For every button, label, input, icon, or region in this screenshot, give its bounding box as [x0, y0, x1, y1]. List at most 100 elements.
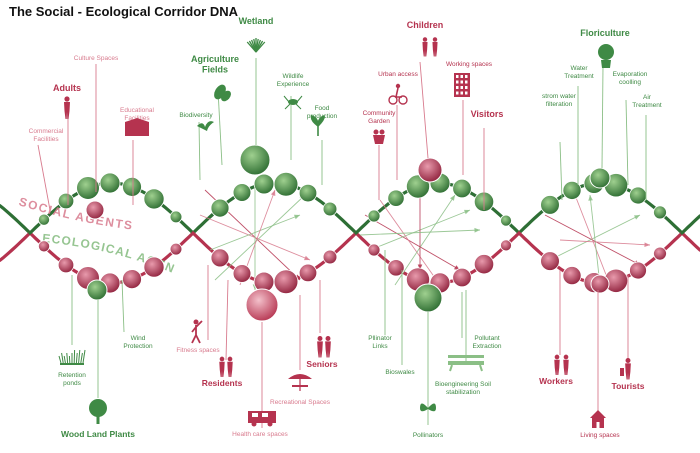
ambulance-wheel: [251, 421, 257, 427]
label-floriculture: Floriculture: [580, 28, 630, 38]
label-wood-land-plants: Wood Land Plants: [61, 429, 135, 439]
leader-line: [225, 279, 229, 361]
books-body: [125, 122, 149, 136]
building-window: [465, 86, 468, 89]
figure-head: [554, 354, 560, 360]
grass-blade: [80, 352, 83, 364]
ecological-node: [452, 178, 472, 199]
interaction-arrowhead: [474, 227, 480, 233]
leader-line: [198, 121, 201, 181]
label-line: Wildlife: [283, 73, 304, 80]
wheat-head-2: [221, 90, 231, 102]
cyclist-body: [395, 87, 402, 98]
building-window: [465, 91, 468, 95]
social-node: [169, 242, 183, 256]
figure-body: [64, 102, 70, 119]
featured-node: [86, 279, 108, 301]
label-line: Facilities: [33, 136, 59, 143]
label-line: Educational: [120, 107, 155, 114]
figure-head: [563, 354, 569, 360]
interaction-arrow: [574, 194, 611, 286]
label-line: Retention: [58, 372, 86, 379]
figure-body: [317, 341, 323, 358]
building-window: [460, 91, 463, 95]
grass-blade: [61, 352, 64, 364]
cyclist-icon: [388, 83, 408, 105]
ecological-node: [322, 201, 338, 217]
social-node: [298, 263, 318, 283]
plant-pot: [601, 60, 611, 68]
featured-node: [590, 274, 610, 294]
figure-body: [554, 359, 560, 375]
house-door: [596, 422, 600, 428]
suitcase: [620, 368, 624, 376]
label-living-spaces: Living spaces: [580, 432, 620, 439]
bird-shape: [197, 121, 214, 131]
label-wetland: Wetland: [239, 16, 274, 26]
ecological-node: [99, 172, 121, 194]
umbrella: [288, 374, 312, 379]
label-line: Protection: [123, 343, 153, 350]
interaction-arrowhead: [464, 209, 470, 215]
label-culture-spaces: Culture Spaces: [74, 55, 119, 62]
ecological-node: [253, 173, 275, 195]
featured-node: [589, 167, 611, 189]
helix-strand-a: [0, 204, 32, 235]
label-line: Evaporation: [613, 71, 648, 78]
building-window: [456, 75, 459, 78]
interaction-arrow: [589, 194, 601, 286]
social-node: [540, 251, 560, 271]
interaction-arrowhead: [294, 214, 300, 220]
figure-body: [422, 42, 428, 57]
table: [292, 385, 308, 387]
house-icon: [590, 410, 606, 428]
bench-legs: [449, 364, 483, 372]
insect-icon: [283, 95, 303, 110]
ambulance-icon: [248, 411, 276, 427]
figure-head: [325, 336, 331, 341]
label-line: Links: [372, 343, 388, 350]
grass-blade: [75, 352, 78, 364]
label-urban-access: Urban access: [378, 71, 418, 78]
reed: [255, 41, 266, 53]
leader-line: [559, 141, 563, 201]
leader-line: [625, 99, 629, 186]
ecological-node: [169, 210, 183, 224]
ecological-node: [57, 192, 75, 210]
building-window: [460, 86, 463, 89]
label-line: Garden: [368, 118, 390, 125]
flower-pot-icon: [373, 129, 385, 144]
label-line: Fields: [202, 65, 228, 75]
pot: [373, 135, 385, 144]
wheat-icon: [214, 84, 231, 102]
label-adults: Adults: [53, 83, 81, 93]
social-node: [273, 269, 299, 295]
leader-line: [601, 65, 604, 169]
ecological-node: [38, 213, 51, 226]
figure-head: [422, 37, 428, 42]
helix-strand-b: [0, 231, 32, 262]
ecological-node: [653, 205, 667, 220]
social-node: [38, 240, 51, 253]
social-node: [452, 267, 472, 288]
social-node: [562, 266, 582, 286]
helix-strand-b: [680, 214, 700, 235]
ecological-node: [210, 198, 230, 218]
flower-1: [373, 129, 379, 135]
interaction-arrowhead: [588, 195, 593, 201]
label-workers: Workers: [539, 376, 573, 386]
label-line: strom water: [542, 93, 577, 100]
ecological-node: [387, 189, 405, 207]
label-recreational-spaces: Recreational Spaces: [270, 399, 331, 406]
books-icon: [125, 118, 149, 136]
fit-head: [193, 319, 199, 325]
workers-icon: [554, 354, 569, 375]
interaction-arrowhead: [450, 195, 455, 201]
